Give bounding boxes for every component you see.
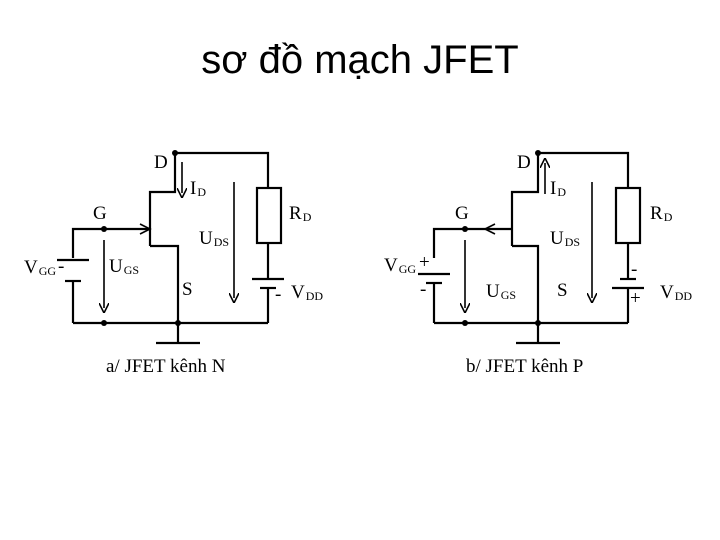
label-d: D [154,152,168,173]
label-vgg-minus: - [420,279,426,300]
label-uds: UDS [550,228,580,249]
label-vdd: VDD [291,282,323,303]
label-g: G [455,203,469,224]
caption-n-channel: a/ JFET kênh N [106,356,226,377]
label-id: ID [550,178,566,199]
source-lead [512,244,540,323]
gate-arrow [139,223,152,235]
label-rd: RD [650,203,673,224]
label-s: S [557,280,568,301]
label-vdd: VDD [660,282,692,303]
gate-arrow [483,223,496,235]
label-g: G [93,203,107,224]
junction-dot [175,320,181,326]
label-s: S [182,279,193,300]
caption-p-channel: b/ JFET kênh P [466,356,583,377]
junction-dot [462,320,468,326]
label-vgg: VGG [384,255,416,276]
circuit-n-channel: D ID G RD UDS VGG - UGS S - VDD a/ JFET … [24,150,323,377]
gate-wire [71,227,150,258]
label-vgg-plus: + [419,252,430,273]
label-rd: RD [289,203,312,224]
junction-dot [535,320,541,326]
label-vdd-plus: + [630,288,641,309]
drain-wire [538,151,630,188]
junction-dot [172,150,178,156]
junction-dot [101,226,107,232]
drain-lead [510,153,540,200]
label-ugs: UGS [109,256,139,277]
label-vgg: VGG [24,257,56,278]
source-lead [150,244,180,323]
drain-lead [148,153,177,200]
drain-wire [175,151,270,188]
label-vdd-minus: - [631,259,637,280]
gate-wire [432,227,512,258]
resistor-rd [614,186,642,245]
label-id: ID [190,178,206,199]
junction-dot [462,226,468,232]
label-uds: UDS [199,228,229,249]
label-ugs: UGS [486,281,516,302]
junction-dot [101,320,107,326]
label-vdd-minus: - [275,284,281,305]
label-d: D [517,152,531,173]
label-vgg-minus: - [58,256,64,277]
resistor-rd [255,186,283,245]
circuit-p-channel: D ID G RD UDS VGG + - UGS S - + VDD b/ J… [384,150,692,377]
junction-dot [535,150,541,156]
page-title: sơ đồ mạch JFET [201,38,519,82]
